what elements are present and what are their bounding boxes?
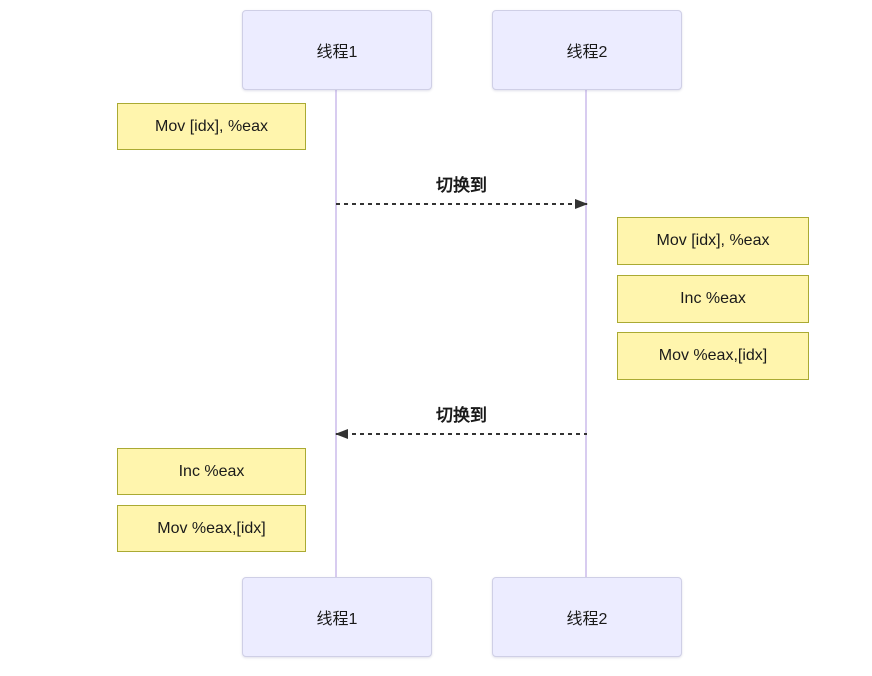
- message-switch-to-thread1: 切换到: [335, 405, 587, 439]
- arrowhead-left-icon: [335, 429, 348, 439]
- actor-box-thread1-bottom: 线程1: [242, 577, 432, 657]
- actor-box-thread2-bottom: 线程2: [492, 577, 682, 657]
- note-text: Inc %eax: [680, 290, 746, 307]
- note-text: Mov %eax,[idx]: [157, 519, 266, 537]
- note-thread1-inc: Inc %eax: [117, 448, 306, 495]
- note-thread1-mov-store: Mov %eax,[idx]: [117, 505, 306, 552]
- note-text: Mov [idx], %eax: [155, 117, 268, 135]
- message-switch-to-thread2: 切换到: [336, 175, 588, 209]
- message-dashed-line: [336, 199, 588, 209]
- note-thread2-inc: Inc %eax: [617, 275, 809, 323]
- note-thread2-mov-store: Mov %eax,[idx]: [617, 332, 809, 380]
- actor-label-thread1: 线程1: [316, 44, 358, 61]
- message-label: 切换到: [436, 176, 487, 195]
- note-text: Mov %eax,[idx]: [658, 347, 768, 364]
- actor-label-thread2: 线程2: [566, 611, 608, 628]
- message-dashed-line: [335, 429, 587, 439]
- note-thread1-mov-load: Mov [idx], %eax: [117, 103, 306, 150]
- actor-label-thread2: 线程2: [566, 44, 608, 61]
- actor-box-thread2-top: 线程2: [492, 10, 682, 90]
- note-text: Mov [idx], %eax: [656, 232, 770, 249]
- note-thread2-mov-load: Mov [idx], %eax: [617, 217, 809, 265]
- actor-label-thread1: 线程1: [316, 611, 358, 628]
- note-text: Inc %eax: [178, 462, 245, 480]
- arrowhead-right-icon: [575, 199, 588, 209]
- lifeline-thread2: [585, 88, 587, 578]
- lifeline-thread1: [335, 88, 337, 578]
- actor-box-thread1-top: 线程1: [242, 10, 432, 90]
- message-label: 切换到: [436, 406, 487, 425]
